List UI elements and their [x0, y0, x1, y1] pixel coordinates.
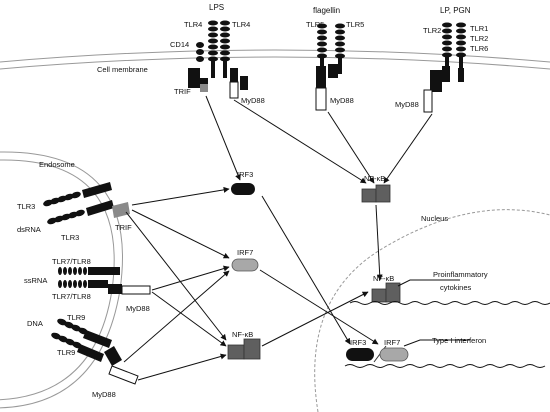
label-tlr78-top: TLR7/TLR8: [52, 257, 91, 266]
label-tlr2: TLR2: [423, 26, 441, 35]
label-myd88-tlr78: MyD88: [126, 304, 150, 313]
label-cd14: CD14: [170, 40, 189, 49]
label-proinflammatory: Proinflammatory: [433, 270, 488, 279]
label-irf3: IRF3: [237, 170, 253, 179]
cytokine-arrow: [397, 279, 460, 287]
irf3-node-nucleus: [346, 348, 374, 361]
tlr5-complex: [315, 23, 345, 111]
tlr4-complex: [188, 20, 248, 99]
label-tlr3-bottom: TLR3: [61, 233, 79, 242]
label-tlr5-right: TLR5: [346, 20, 364, 29]
label-tlr2-right: TLR2: [470, 34, 488, 43]
cell-membrane: [0, 49, 550, 70]
label-cytokines: cytokines: [440, 283, 472, 292]
irf7-node-nucleus: [379, 347, 409, 362]
label-trif-endo: TRIF: [115, 223, 132, 232]
label-nfkb-top: NF-κB: [364, 174, 385, 183]
label-lp-pgn: LP, PGN: [440, 6, 471, 15]
label-irf3-nucleus: IRF3: [350, 338, 366, 347]
label-tlr9-bottom: TLR9: [57, 348, 75, 357]
label-tlr4-right: TLR4: [232, 20, 250, 29]
label-nfkb-nucleus: NF-κB: [373, 274, 394, 283]
label-myd88-tlr4: MyD88: [241, 96, 265, 105]
label-tlr78-bottom: TLR7/TLR8: [52, 292, 91, 301]
label-tlr4-left: TLR4: [184, 20, 202, 29]
label-myd88-tlr9: MyD88: [92, 390, 116, 399]
tlr2-complex: [423, 22, 466, 113]
label-irf7-nucleus: IRF7: [384, 338, 400, 347]
nucleus-boundary: [314, 209, 550, 412]
label-dna: DNA: [27, 319, 43, 328]
label-tlr6: TLR6: [470, 44, 488, 53]
label-myd88-tlr2: MyD88: [395, 100, 419, 109]
tlr78-complex: [58, 267, 151, 295]
label-ssrna: ssRNA: [24, 276, 47, 285]
tlr9-complex: [51, 318, 139, 385]
irf7-node: [231, 258, 259, 272]
label-nucleus: Nucleus: [421, 214, 448, 223]
interferon-arrow: [403, 339, 470, 347]
label-irf7: IRF7: [237, 248, 253, 257]
label-tlr3-top: TLR3: [17, 202, 35, 211]
label-myd88-tlr5: MyD88: [330, 96, 354, 105]
label-type1-interferon: Type I interferon: [432, 336, 486, 345]
nfkb-node-nucleus: [371, 282, 401, 303]
label-endosome: Endosome: [39, 160, 75, 169]
label-tlr5-left: TLR5: [306, 20, 324, 29]
label-trif-top: TRIF: [174, 87, 191, 96]
nfkb-node-top: [361, 184, 391, 203]
tlr3-complex: [43, 182, 130, 225]
arrows: [123, 95, 433, 381]
label-tlr9-top: TLR9: [67, 313, 85, 322]
label-dsrna: dsRNA: [17, 225, 41, 234]
label-cell-membrane: Cell membrane: [97, 65, 148, 74]
label-tlr1: TLR1: [470, 24, 488, 33]
label-flagellin: flagellin: [313, 6, 340, 15]
label-lps: LPS: [209, 3, 224, 12]
label-nfkb-mid: NF-κB: [232, 330, 253, 339]
dna-strand-upper: [349, 301, 550, 305]
irf3-node: [231, 183, 255, 195]
nfkb-node-mid: [227, 338, 261, 360]
dna-strand-lower: [344, 364, 546, 368]
